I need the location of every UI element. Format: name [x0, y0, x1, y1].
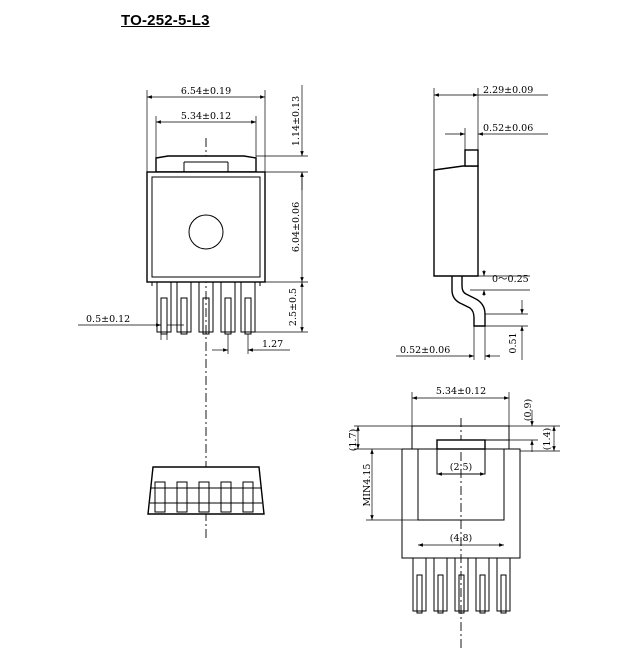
land-dim-top-gap: (0.9) — [523, 399, 534, 422]
dim-lead-length: 2.5±0.5 — [288, 288, 299, 326]
land-dim-top-offset: (1.4) — [542, 428, 553, 451]
dim-tab-thickness: 0.52±0.06 — [483, 123, 533, 134]
front-view — [147, 466, 265, 515]
land-body-outline — [401, 448, 521, 559]
package-title: TO-252-5-L3 — [121, 12, 210, 29]
land-inner-pad — [417, 449, 505, 521]
side-view: 2.29±0.09 0.52±0.06 0～0.25 0.52±0.06 0. — [396, 85, 548, 360]
dim-lead-width: 0.5±0.12 — [86, 314, 130, 325]
dim-width-body: 5.34±0.12 — [181, 111, 231, 122]
dim-body-height: 6.04±0.06 — [291, 202, 302, 252]
package-body — [146, 171, 266, 283]
dim-standoff: 0～0.25 — [492, 274, 529, 285]
land-dim-min-length: MIN4.15 — [362, 464, 373, 507]
side-lead — [451, 276, 486, 327]
land-pattern-view: 5.34±0.12 (0.9) (1.4) (1.7) MIN4.15 (2.5… — [348, 386, 560, 648]
side-tab — [464, 149, 479, 167]
land-tab-window — [436, 439, 486, 450]
dim-lead-pitch: 1.27 — [262, 339, 283, 350]
land-tab-outline — [411, 425, 510, 449]
ejector-pin-mark — [188, 214, 224, 250]
land-dim-inner-width: (2.5) — [450, 462, 473, 473]
land-dim-left-offset: (1.7) — [348, 429, 359, 452]
dim-tab-height: 1.14±0.13 — [291, 96, 302, 146]
dim-thickness: 2.29±0.09 — [483, 85, 533, 96]
dim-width-overall: 6.54±0.19 — [181, 86, 231, 97]
land-dim-width: 5.34±0.12 — [436, 386, 486, 397]
heatsink-tab — [155, 155, 257, 173]
land-dim-pad-width: (4.8) — [450, 533, 473, 544]
dim-foot: 0.51 — [508, 332, 519, 353]
top-view: 6.54±0.19 5.34±0.12 1.14±0.13 6.04±0.06 … — [78, 85, 308, 540]
land-leads — [412, 557, 511, 614]
side-body — [433, 165, 479, 277]
dim-lead-thickness: 0.52±0.06 — [400, 345, 450, 356]
